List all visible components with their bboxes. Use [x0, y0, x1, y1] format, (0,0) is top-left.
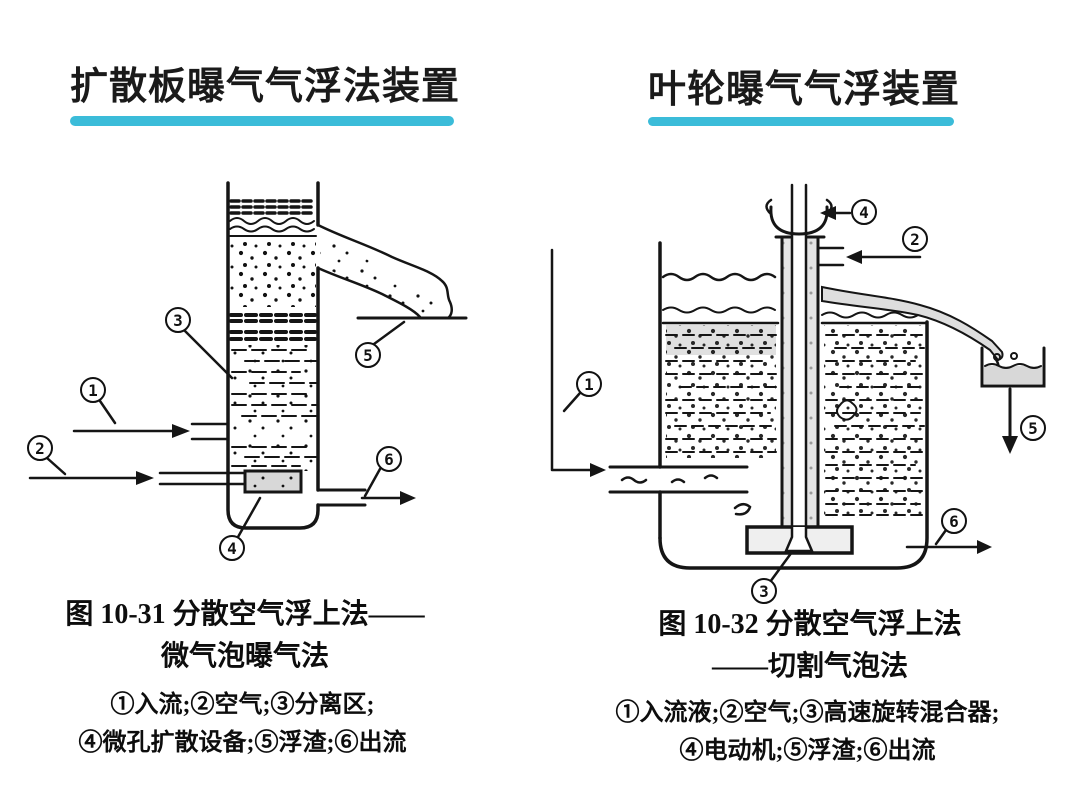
influent-line — [550, 248, 592, 472]
diagram-marker-right-3: 3 — [751, 578, 777, 604]
marker6-leader — [363, 467, 382, 498]
left-legend-line2: ④微孔扩散设备;⑤浮渣;⑥出流 — [78, 730, 407, 756]
water-surface — [229, 217, 315, 225]
diagram-marker-right-5: 5 — [1020, 415, 1046, 441]
diagram-marker-right-2: 2 — [902, 226, 928, 252]
diagram-marker-left-2: 2 — [27, 435, 53, 461]
diagram-marker-left-1: 1 — [80, 377, 106, 403]
marker5-leader — [372, 320, 406, 346]
right-title-underline — [648, 117, 954, 126]
marker1-leader — [562, 391, 582, 413]
scum-chute — [316, 223, 453, 320]
motor — [769, 205, 829, 236]
left-title: 扩散板曝气气浮法装置 — [70, 66, 461, 108]
diagram-marker-right-1: 1 — [576, 371, 602, 397]
marker2-leader — [45, 456, 67, 476]
left-diagram — [28, 181, 468, 539]
diagram-marker-left-5: 5 — [355, 342, 381, 368]
diagram-marker-right-6: 6 — [941, 508, 967, 534]
left-title-underline — [70, 116, 454, 126]
froth-zone — [230, 239, 316, 307]
left-legend-line1: ①入流;②空气;③分离区; — [110, 692, 375, 718]
column-wall — [226, 181, 320, 530]
diagram-marker-left-6: 6 — [376, 446, 402, 472]
effluent-pipe — [316, 488, 367, 507]
floc — [836, 399, 858, 421]
marker3-leader — [183, 329, 234, 380]
marker3-leader — [768, 550, 794, 584]
right-caption-line2: ——切割气泡法 — [711, 651, 908, 682]
right-legend-line2: ④电动机;⑤浮渣;⑥出流 — [679, 738, 936, 764]
scum-cascade — [821, 285, 1004, 362]
impeller — [784, 525, 814, 553]
water-surface — [661, 272, 777, 282]
scum-layer — [229, 199, 317, 215]
left-caption-line1: 图 10-31 分散空气浮上法—— — [65, 599, 425, 630]
left-caption-line2: 微气泡曝气法 — [160, 641, 329, 672]
diagram-marker-right-4: 4 — [851, 199, 877, 225]
marker6-leader — [934, 528, 948, 546]
marker1-leader — [98, 399, 117, 425]
bubble-zone-right — [824, 325, 924, 518]
right-legend-line1: ①入流液;②空气;③高速旋转混合器; — [615, 700, 1000, 726]
right-diagram — [550, 183, 1046, 584]
right-title: 叶轮曝气气浮装置 — [648, 69, 961, 111]
drive-shaft — [790, 183, 808, 529]
right-caption-line1: 图 10-32 分散空气浮上法 — [658, 609, 962, 640]
diagram-marker-left-3: 3 — [165, 307, 191, 333]
marker4-leader — [236, 496, 262, 539]
scum-trough — [980, 346, 1046, 388]
air-inlet-pipe — [816, 246, 845, 267]
influent-pipe — [608, 465, 749, 494]
diagram-marker-left-4: 4 — [219, 535, 245, 561]
